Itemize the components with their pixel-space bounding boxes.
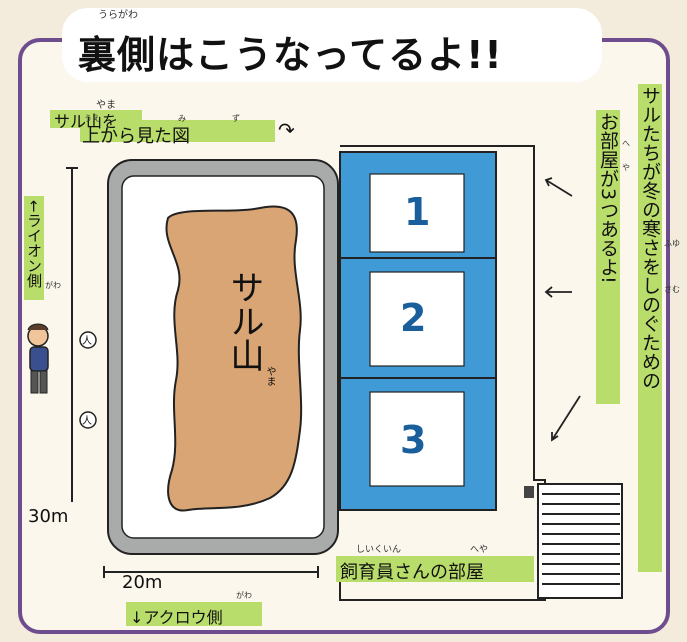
map-label-ruby-yama: やま <box>96 100 116 111</box>
room-number-1: 1 <box>404 190 431 234</box>
map-label-highlight-2 <box>80 120 275 142</box>
lion-side-label: ←ライオン側 <box>25 200 43 288</box>
map-label-ruby-zu: ず <box>232 114 240 123</box>
map-label-ruby-ue: うえ <box>84 114 100 123</box>
height-label: 30m <box>28 506 69 527</box>
room-1-inner <box>369 173 465 253</box>
building-outline <box>339 145 546 601</box>
lion-side-ruby: がわ <box>45 281 61 290</box>
person-mark-2 <box>79 411 97 429</box>
caption-column-2: お部屋が3つあるよ! <box>597 112 619 284</box>
visitor-body <box>29 346 49 372</box>
keeper-room-highlight <box>336 556 534 582</box>
lion-side-highlight <box>24 196 44 300</box>
akaguu-side-ruby: がわ <box>236 591 252 600</box>
keeper-room-ruby-heya: へや <box>470 545 489 555</box>
caption-ruby-fuyu: ふゆ <box>664 239 680 248</box>
map-label-line2: 上から見た図 <box>82 126 190 147</box>
map-label-ruby-mi: み <box>178 114 186 123</box>
caption-highlight-1 <box>638 84 662 572</box>
caption-highlight-2 <box>596 110 620 404</box>
akaguu-side-label: ↓アクロウ側 <box>130 608 223 627</box>
mountain-ruby: やま <box>264 366 275 386</box>
room-arrows <box>544 177 581 442</box>
title-ruby: うらがわ <box>98 10 138 21</box>
width-label: 20m <box>122 572 163 593</box>
monkey-mountain <box>165 205 303 512</box>
person-mark-2-text: 人 <box>82 416 92 427</box>
room-3-inner <box>369 391 465 487</box>
keeper-room-label: 飼育員さんの部屋 <box>340 562 484 583</box>
person-mark-1 <box>79 331 97 349</box>
room-number-3: 3 <box>400 418 427 462</box>
caption-ruby-he: へ <box>622 139 630 148</box>
title-bubble <box>62 8 602 82</box>
room-number-2: 2 <box>400 296 427 340</box>
mountain-label: サル山 <box>224 270 264 372</box>
curved-arrow-icon: ↷ <box>278 118 295 142</box>
person-mark-1-text: 人 <box>82 336 92 347</box>
caption-ruby-ya: や <box>622 163 630 172</box>
stairs <box>537 483 623 599</box>
room-2-inner <box>369 271 465 367</box>
door-knob-icon <box>524 486 534 498</box>
caption-ruby-samu: さむ <box>664 285 680 294</box>
map-label-line1: サル山を <box>54 112 119 131</box>
keeper-room-ruby-shiiku: しいくいん <box>356 545 402 555</box>
akaguu-side-highlight <box>126 602 262 626</box>
page-title: 裏側はこうなってるよ!! <box>78 33 503 77</box>
caption-column-1: サルたちが冬の寒さをしのぐための <box>639 86 661 390</box>
